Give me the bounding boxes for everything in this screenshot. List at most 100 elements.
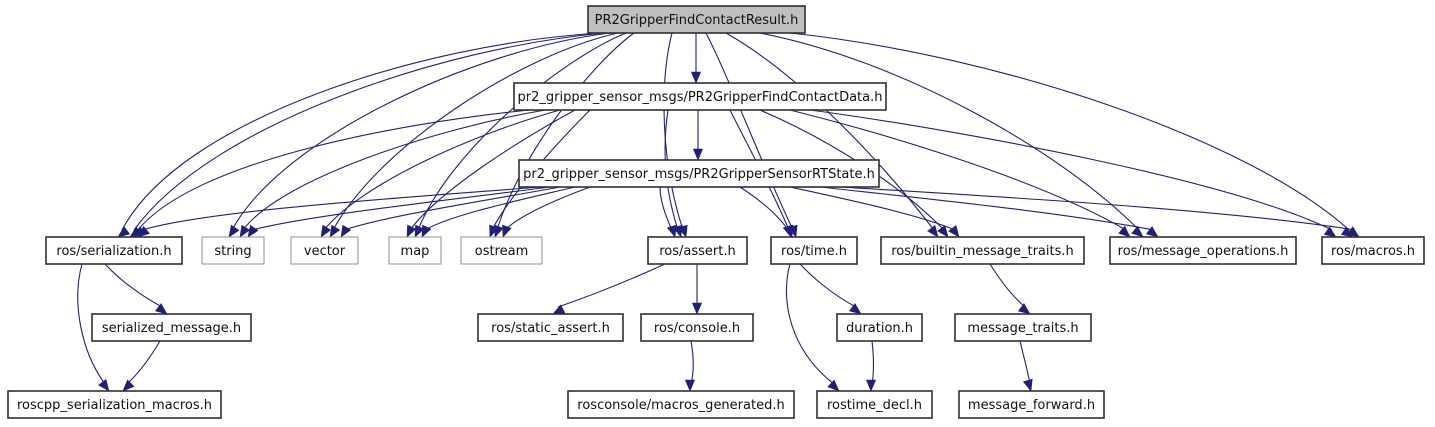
edge-line [789, 186, 956, 231]
node-msgops[interactable]: ros/message_operations.h [1109, 236, 1297, 265]
edge-builtin-to-msgtraits [989, 263, 1031, 315]
node-box[interactable] [477, 313, 624, 342]
edge-arrowhead [117, 226, 131, 238]
node-staticassert[interactable]: ros/static_assert.h [477, 313, 624, 342]
edge-line [690, 340, 694, 385]
edge-arrowhead [948, 224, 960, 238]
node-box[interactable] [958, 390, 1105, 419]
node-box[interactable] [567, 390, 795, 419]
edge-line [785, 263, 835, 385]
edge-root-to-assert [663, 32, 688, 238]
edge-line [409, 109, 576, 231]
node-box[interactable] [816, 390, 933, 419]
node-box[interactable] [770, 236, 858, 265]
node-serialmsg[interactable]: serialized_message.h [91, 313, 252, 342]
edge-msgtraits-to-msgfwd [1019, 340, 1033, 392]
edge-arrowhead [1118, 225, 1131, 238]
node-roscppmac[interactable]: roscpp_serialization_macros.h [7, 390, 222, 419]
node-string[interactable]: string [201, 236, 265, 265]
node-vector[interactable]: vector [290, 236, 359, 265]
edge-arrowhead [340, 224, 352, 238]
edge-root-to-string [228, 32, 611, 238]
node-box[interactable] [518, 159, 880, 188]
node-console[interactable]: ros/console.h [640, 313, 754, 342]
node-assert[interactable]: ros/assert.h [647, 236, 748, 265]
edge-arrowhead [239, 224, 251, 238]
edge-arrowhead [827, 379, 840, 392]
edge-data-to-map [406, 109, 576, 238]
node-label: ros/time.h [781, 244, 847, 259]
node-duration[interactable]: duration.h [836, 313, 923, 342]
edge-line [496, 32, 635, 231]
node-msgfwd[interactable]: message_forward.h [958, 390, 1105, 419]
edge-root-to-map [414, 32, 627, 238]
edge-root-to-time [705, 32, 798, 238]
node-box[interactable] [290, 236, 359, 265]
edge-line [799, 263, 857, 308]
edge-line [989, 263, 1026, 308]
node-box[interactable] [1109, 236, 1297, 265]
edge-root-to-ostream [494, 32, 635, 238]
edge-line [705, 32, 794, 231]
edge-layer [77, 32, 1360, 392]
node-data[interactable]: pr2_gripper_sensor_msgs/PR2GripperFindCo… [513, 82, 887, 111]
edge-line [1019, 340, 1031, 385]
node-rtstate[interactable]: pr2_gripper_sensor_msgs/PR2GripperSensor… [518, 159, 880, 188]
node-box[interactable] [7, 390, 222, 419]
node-box[interactable] [836, 313, 923, 342]
edge-arrowhead [502, 224, 512, 238]
edge-line [739, 186, 789, 231]
edge-line [417, 32, 627, 231]
edge-data-to-vector [320, 109, 561, 238]
node-label: message_traits.h [967, 321, 1078, 336]
node-serial[interactable]: ros/serialization.h [45, 236, 183, 265]
node-label: serialized_message.h [102, 321, 241, 336]
edge-rtstate-to-string [247, 186, 551, 238]
node-box[interactable] [954, 313, 1092, 342]
node-box[interactable] [647, 236, 748, 265]
node-builtin[interactable]: ros/builtin_message_traits.h [880, 236, 1085, 265]
node-label: duration.h [846, 321, 913, 336]
edge-arrowhead [1017, 303, 1031, 315]
node-box[interactable] [388, 236, 442, 265]
edge-rtstate-to-serial [137, 186, 541, 238]
node-label: ros/serialization.h [56, 244, 171, 259]
edge-serialmsg-to-roscppmac [122, 340, 161, 392]
edge-root-to-serial [117, 32, 601, 238]
node-box[interactable] [91, 313, 252, 342]
node-box[interactable] [880, 236, 1085, 265]
node-ostream[interactable]: ostream [460, 236, 543, 265]
node-box[interactable] [587, 5, 806, 34]
edge-arrowhead [690, 71, 702, 84]
edge-arrowhead [329, 224, 341, 238]
node-label: message_forward.h [968, 398, 1095, 413]
node-rostimedecl[interactable]: rostime_decl.h [816, 390, 933, 419]
node-root[interactable]: PR2GripperFindContactResult.h [587, 5, 806, 34]
edge-line [789, 32, 1350, 231]
node-box[interactable] [45, 236, 183, 265]
edge-rtstate-to-time [739, 186, 793, 238]
node-msgtraits[interactable]: message_traits.h [954, 313, 1092, 342]
node-box[interactable] [1321, 236, 1425, 265]
edge-serial-to-roscppmac [77, 263, 110, 392]
edge-time-to-rostimedecl [785, 263, 840, 392]
node-rosconmac[interactable]: rosconsole/macros_generated.h [567, 390, 795, 419]
edge-rtstate-to-macros [839, 186, 1360, 238]
node-box[interactable] [513, 82, 887, 111]
edge-root-to-msgops [759, 32, 1144, 238]
edge-arrowhead [691, 302, 703, 315]
node-box[interactable] [640, 313, 754, 342]
edge-arrowhead [137, 225, 150, 238]
node-label: ros/builtin_message_traits.h [891, 244, 1074, 259]
edge-rtstate-to-builtin [789, 186, 960, 238]
node-box[interactable] [201, 236, 265, 265]
node-macros[interactable]: ros/macros.h [1321, 236, 1425, 265]
node-label: ros/static_assert.h [491, 321, 610, 336]
node-box[interactable] [460, 236, 543, 265]
node-map[interactable]: map [388, 236, 442, 265]
node-time[interactable]: ros/time.h [770, 236, 858, 265]
edge-line [725, 32, 935, 231]
edge-line [332, 32, 619, 231]
node-label: roscpp_serialization_macros.h [17, 398, 212, 413]
